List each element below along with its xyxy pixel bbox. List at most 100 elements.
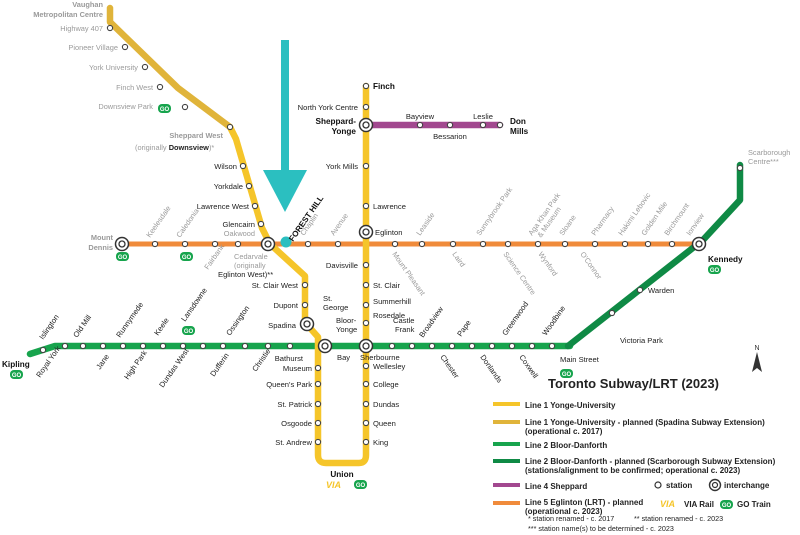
station-marker xyxy=(416,121,424,129)
station-label: Sherbourne xyxy=(360,353,400,362)
station-label: Pharmacy xyxy=(589,204,616,237)
station-marker xyxy=(388,342,396,350)
label-part: (originally xyxy=(135,143,169,152)
station-label: St. xyxy=(323,294,332,303)
station-label: Avenue xyxy=(328,212,350,238)
station-marker xyxy=(301,301,309,309)
station-marker xyxy=(534,240,542,248)
legend-via-icon: VIA xyxy=(660,499,675,509)
station-label: Pioneer Village xyxy=(68,43,118,52)
compass-label: N xyxy=(754,345,759,352)
legend-go-label: GO Train xyxy=(737,500,771,509)
station-marker xyxy=(468,342,476,350)
station-marker xyxy=(239,162,247,170)
station-marker xyxy=(479,240,487,248)
station-label: Lawrence xyxy=(373,202,406,211)
interchange-marker xyxy=(114,236,130,252)
station-label: Caledonia xyxy=(174,206,201,239)
station-label: Islington xyxy=(37,313,61,341)
station-marker xyxy=(39,346,47,354)
station-label: Finch West xyxy=(116,83,153,92)
station-label: Leslie xyxy=(473,112,493,121)
go-train-icon: GO xyxy=(180,252,193,261)
station-label: Kipling xyxy=(2,360,30,369)
station-marker xyxy=(362,261,370,269)
station-label: York Mills xyxy=(326,162,358,171)
svg-text:GO: GO xyxy=(12,373,22,379)
station-label: Castle xyxy=(393,316,415,325)
station-marker xyxy=(314,364,322,372)
station-marker xyxy=(362,438,370,446)
station-marker xyxy=(119,342,127,350)
legend-swatch-line2 xyxy=(493,442,520,446)
station-label: King xyxy=(373,438,388,447)
station-label: Eglinton West)** xyxy=(218,270,273,279)
station-label: Museum xyxy=(283,364,312,373)
station-label: St. Clair West xyxy=(252,281,299,290)
station-label: Coxwell xyxy=(517,353,540,380)
station-label: Bay xyxy=(337,353,350,362)
legend-line5-label: Line 5 Eglinton (LRT) - planned xyxy=(525,498,643,507)
station-marker xyxy=(608,309,616,317)
legend-interchange-icon xyxy=(708,478,722,492)
station-marker xyxy=(121,43,129,51)
station-marker xyxy=(79,342,87,350)
legend-line2-label: Line 2 Bloor-Danforth xyxy=(525,441,607,450)
station-label: Vaughan xyxy=(72,0,103,9)
svg-text:GO: GO xyxy=(562,372,572,378)
legend-swatch-line4 xyxy=(493,483,520,487)
station-label: Victoria Park xyxy=(620,336,663,345)
station-label: Eglinton xyxy=(375,228,402,237)
station-marker xyxy=(226,123,234,131)
station-label: Donlands xyxy=(478,353,504,385)
label-part: )* xyxy=(209,143,214,152)
svg-text:GO: GO xyxy=(118,255,128,261)
station-marker xyxy=(362,162,370,170)
station-label: Dundas xyxy=(373,400,399,409)
station-marker xyxy=(257,220,265,228)
svg-text:GO: GO xyxy=(722,503,732,509)
station-label: St. Clair xyxy=(373,281,400,290)
station-marker xyxy=(362,202,370,210)
station-label: Bloor- xyxy=(336,316,357,325)
legend: Toronto Subway/LRT (2023) Line 1 Yonge-U… xyxy=(493,376,776,533)
station-marker xyxy=(644,240,652,248)
station-marker xyxy=(211,240,219,248)
station-marker xyxy=(449,240,457,248)
station-marker xyxy=(301,281,309,289)
station-label: Dupont xyxy=(274,301,299,310)
station-label: Don xyxy=(510,117,526,126)
station-marker xyxy=(496,121,504,129)
station-label: (originally xyxy=(234,261,266,270)
station-marker xyxy=(591,240,599,248)
station-marker xyxy=(179,342,187,350)
station-label: Jane xyxy=(94,352,111,371)
station-marker xyxy=(234,240,242,248)
station-label: George xyxy=(323,303,348,312)
station-label: Leaside xyxy=(414,211,436,237)
go-train-icon: GO xyxy=(116,252,129,261)
station-label: Wilson xyxy=(214,162,237,171)
legend-line4-label: Line 4 Sheppard xyxy=(525,482,587,491)
legend-station-icon xyxy=(654,481,662,489)
station-label: College xyxy=(373,380,399,389)
station-label: Lawrence West xyxy=(197,202,250,211)
station-label: Runnymede xyxy=(114,300,145,339)
legend-title: Toronto Subway/LRT (2023) xyxy=(548,376,719,391)
station-marker xyxy=(362,362,370,370)
station-label: Broadview xyxy=(417,305,445,340)
station-marker xyxy=(362,103,370,111)
station-marker xyxy=(488,342,496,350)
station-marker xyxy=(264,342,272,350)
station-label: Sheppard West xyxy=(169,131,223,140)
interchange-marker xyxy=(358,224,374,240)
station-marker xyxy=(362,281,370,289)
svg-text:GO: GO xyxy=(356,483,366,489)
interchange-marker xyxy=(299,316,315,332)
station-marker xyxy=(418,240,426,248)
station-label: Highway 407 xyxy=(60,24,103,33)
station-label: Ionview xyxy=(684,211,706,237)
station-marker xyxy=(508,342,516,350)
station-marker xyxy=(362,82,370,90)
